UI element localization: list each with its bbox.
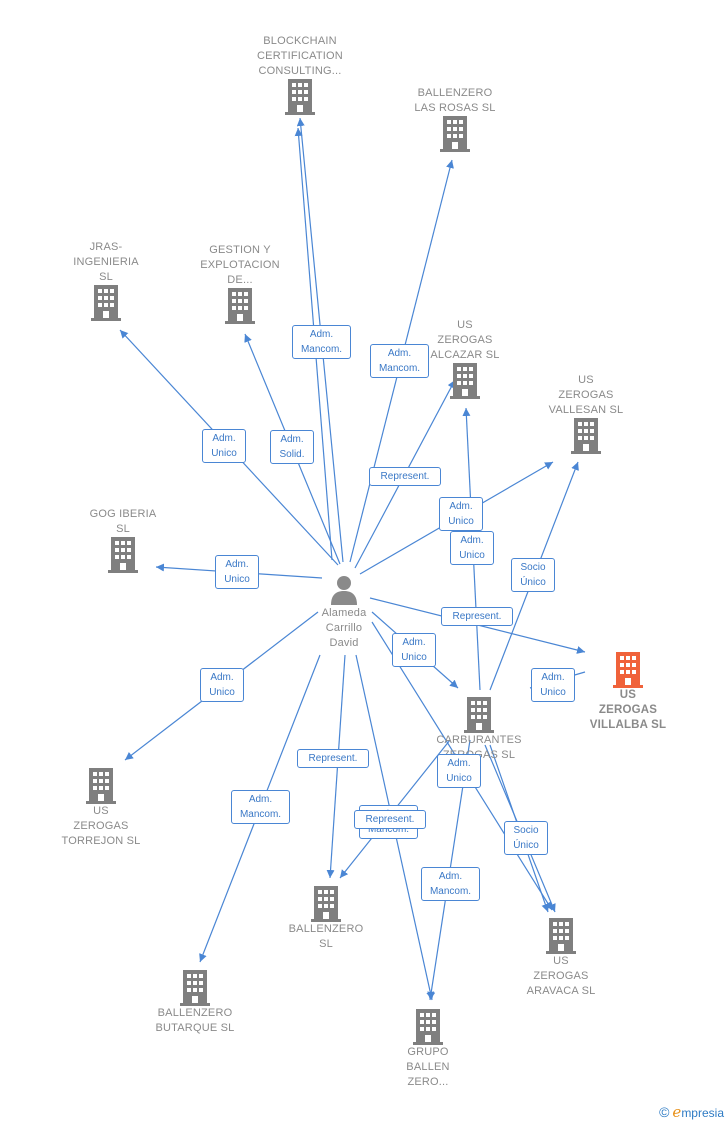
building-icon bbox=[571, 418, 601, 454]
company-node[interactable]: US ZEROGAS ARAVACA SL bbox=[501, 918, 621, 999]
building-icon bbox=[108, 537, 138, 573]
brand-name: mpresia bbox=[681, 1106, 724, 1120]
company-label: BALLENZERO BUTARQUE SL bbox=[155, 1007, 235, 1034]
company-label: BALLENZERO SL bbox=[288, 923, 364, 950]
company-label: US ZEROGAS VILLALBA SL bbox=[589, 689, 667, 731]
company-node[interactable]: GOG IBERIA SL bbox=[63, 507, 183, 573]
person-node[interactable]: Alameda Carrillo David bbox=[284, 574, 404, 651]
edge-label: Socio Único bbox=[511, 558, 555, 592]
edge-label: Represent. bbox=[354, 810, 426, 829]
company-label: US ZEROGAS ALCAZAR SL bbox=[430, 319, 500, 361]
building-icon bbox=[311, 886, 341, 922]
company-node[interactable]: BALLENZERO SL bbox=[266, 886, 386, 952]
building-icon bbox=[440, 116, 470, 152]
edge-label: Represent. bbox=[369, 467, 441, 486]
company-node[interactable]: CARBURANTES ZEROGAS SL bbox=[419, 697, 539, 763]
edge-label: Adm. Unico bbox=[215, 555, 259, 589]
company-node[interactable]: BLOCKCHAIN CERTIFICATION CONSULTING... bbox=[240, 34, 360, 115]
edge-label: Represent. bbox=[297, 749, 369, 768]
edge-label: Adm. Unico bbox=[437, 754, 481, 788]
brand-logo-e: e bbox=[672, 1103, 682, 1121]
edge-label: Adm. Mancom. bbox=[370, 344, 429, 378]
building-icon bbox=[546, 918, 576, 954]
building-icon bbox=[180, 970, 210, 1006]
edge-label: Adm. Solid. bbox=[270, 430, 314, 464]
company-node-highlighted[interactable]: US ZEROGAS VILLALBA SL bbox=[568, 652, 688, 733]
company-node[interactable]: JRAS- INGENIERIA SL bbox=[46, 240, 166, 321]
company-label: GOG IBERIA SL bbox=[89, 508, 157, 535]
copyright-symbol: © bbox=[659, 1104, 670, 1120]
edge-label: Adm. Unico bbox=[202, 429, 246, 463]
building-icon bbox=[91, 285, 121, 321]
edge-label: Adm. Mancom. bbox=[421, 867, 480, 901]
building-icon-highlighted bbox=[613, 652, 643, 688]
company-label: US ZEROGAS VALLESAN SL bbox=[548, 374, 624, 416]
company-node[interactable]: US ZEROGAS ALCAZAR SL bbox=[405, 318, 525, 399]
company-label: BALLENZERO LAS ROSAS SL bbox=[414, 87, 496, 114]
company-label: US ZEROGAS ARAVACA SL bbox=[526, 955, 596, 997]
footer-brand: ©empresia bbox=[659, 1103, 724, 1121]
building-icon bbox=[285, 79, 315, 115]
company-label: GESTION Y EXPLOTACION DE... bbox=[200, 244, 280, 286]
company-label: BLOCKCHAIN CERTIFICATION CONSULTING... bbox=[257, 35, 343, 77]
company-label: JRAS- INGENIERIA SL bbox=[73, 241, 139, 283]
building-icon bbox=[225, 288, 255, 324]
edge-label: Adm. Unico bbox=[531, 668, 575, 702]
edge-label: Adm. Unico bbox=[200, 668, 244, 702]
edge-label: Socio Único bbox=[504, 821, 548, 855]
company-node[interactable]: US ZEROGAS VALLESAN SL bbox=[526, 373, 646, 454]
company-label: US ZEROGAS TORREJON SL bbox=[61, 805, 141, 847]
company-node[interactable]: BALLENZERO BUTARQUE SL bbox=[135, 970, 255, 1036]
company-node[interactable]: GESTION Y EXPLOTACION DE... bbox=[180, 243, 300, 324]
building-icon bbox=[86, 768, 116, 804]
building-icon bbox=[450, 363, 480, 399]
person-icon bbox=[331, 576, 357, 605]
person-name: Alameda Carrillo David bbox=[321, 607, 367, 649]
building-icon bbox=[413, 1009, 443, 1045]
edge-label: Represent. bbox=[441, 607, 513, 626]
company-node[interactable]: GRUPO BALLEN ZERO... bbox=[368, 1009, 488, 1090]
edge-label: Adm. Unico bbox=[439, 497, 483, 531]
edge-label: Adm. Unico bbox=[450, 531, 494, 565]
company-label: GRUPO BALLEN ZERO... bbox=[406, 1046, 450, 1088]
edge-label: Adm. Unico bbox=[392, 633, 436, 667]
company-node[interactable]: BALLENZERO LAS ROSAS SL bbox=[395, 86, 515, 152]
edge-label: Adm. Mancom. bbox=[292, 325, 351, 359]
company-node[interactable]: US ZEROGAS TORREJON SL bbox=[41, 768, 161, 849]
edge-label: Adm. Mancom. bbox=[231, 790, 290, 824]
building-icon bbox=[464, 697, 494, 733]
